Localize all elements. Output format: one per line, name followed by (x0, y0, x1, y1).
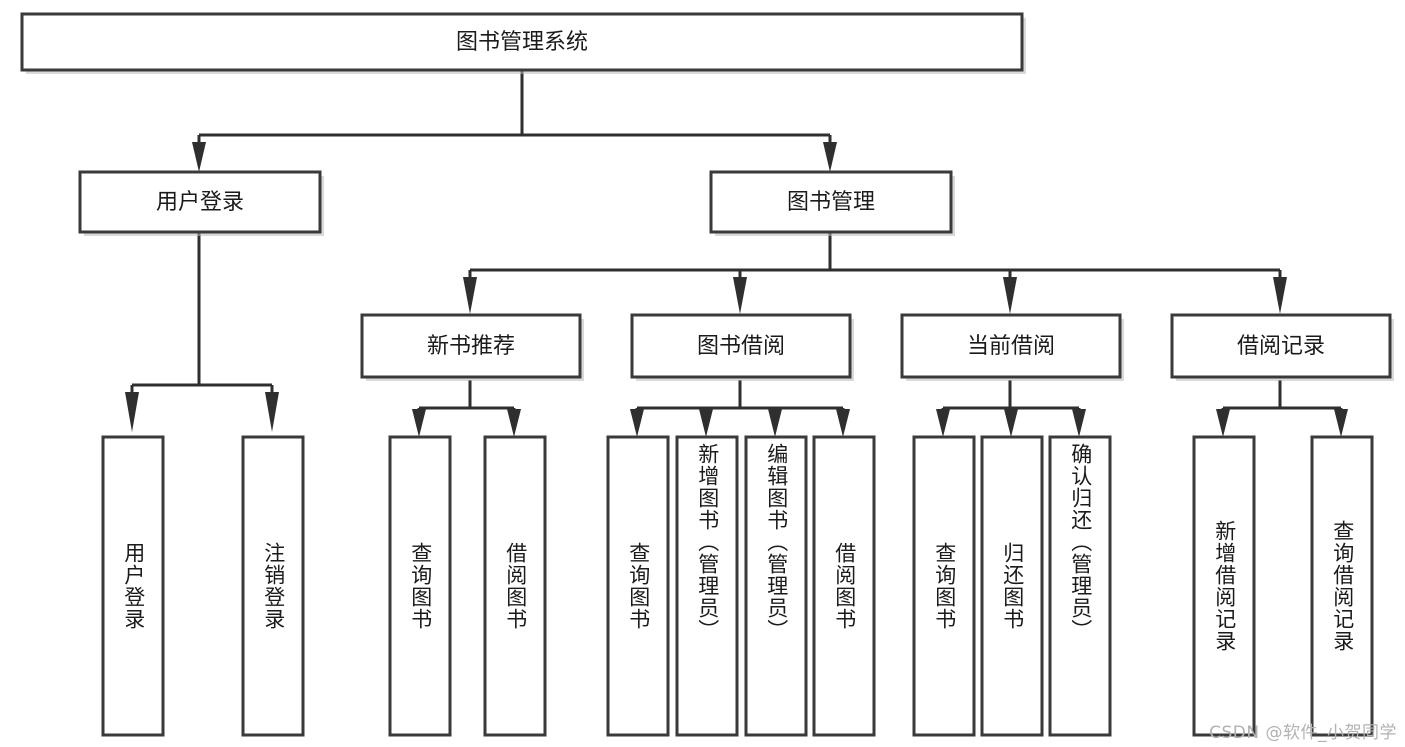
leaf-box-borrow-book-1[interactable] (483, 435, 547, 737)
arrow-leaf-query-book-2 (630, 409, 644, 437)
node-book-borrow-label: 图书借阅 (697, 334, 785, 359)
leaf-box-add-record[interactable] (1192, 435, 1256, 737)
node-user-login-label: 用户登录 (156, 190, 244, 215)
arrow-to-current-borrow (1003, 277, 1017, 314)
node-book-manage[interactable]: 图书管理 (709, 170, 955, 236)
leaf-box-query-record[interactable] (1310, 435, 1374, 737)
node-book-borrow[interactable]: 图书借阅 (630, 313, 854, 381)
arrow-to-book-borrow (733, 277, 747, 314)
node-current-borrow[interactable]: 当前借阅 (900, 313, 1124, 381)
arrow-leaf-logout (265, 392, 279, 432)
arrow-leaf-query-record (1334, 409, 1348, 437)
node-user-login[interactable]: 用户登录 (78, 170, 324, 236)
leaf-box-user-login[interactable] (101, 435, 165, 737)
node-current-borrow-label: 当前借阅 (967, 334, 1055, 359)
node-borrow-record-label: 借阅记录 (1237, 334, 1325, 359)
node-root-box (20, 12, 1024, 72)
arrow-leaf-edit-book (768, 409, 782, 437)
node-new-book-rec-box (360, 313, 582, 379)
arrow-to-book-manage (823, 142, 837, 172)
arrow-leaf-query-book-1 (412, 409, 426, 437)
node-root[interactable]: 图书管理系统 (20, 12, 1026, 74)
connector-layer (125, 70, 1348, 437)
node-book-borrow-box (630, 313, 852, 379)
arrow-to-user-login (192, 142, 206, 172)
node-current-borrow-box (900, 313, 1122, 379)
leaf-box-return-book[interactable] (980, 435, 1044, 737)
node-borrow-record[interactable]: 借阅记录 (1170, 313, 1394, 381)
leaf-box-borrow-book-2[interactable] (812, 435, 876, 737)
arrow-leaf-add-book (699, 409, 713, 437)
node-new-book-rec-label: 新书推荐 (427, 334, 515, 359)
arrow-leaf-borrow-book-1 (507, 409, 521, 437)
node-book-manage-label: 图书管理 (787, 190, 875, 215)
arrow-leaf-add-record (1216, 409, 1230, 437)
node-root-label: 图书管理系统 (456, 30, 588, 55)
arrow-leaf-confirm-return (1072, 409, 1086, 437)
arrow-leaf-return-book (1004, 409, 1018, 437)
arrow-leaf-borrow-book-2 (836, 409, 850, 437)
node-book-manage-box (709, 170, 953, 234)
watermark: CSDN @软件_小贺同学 (1209, 723, 1397, 743)
arrow-leaf-user-login (125, 392, 139, 432)
leaf-box-layer (101, 435, 1374, 737)
node-new-book-rec[interactable]: 新书推荐 (360, 313, 584, 381)
leaf-box-logout[interactable] (241, 435, 305, 737)
arrow-to-borrow-record (1273, 277, 1287, 314)
leaf-box-query-book-2[interactable] (606, 435, 670, 737)
arrow-to-new-book-rec (463, 277, 477, 314)
arrow-leaf-query-book-3 (936, 409, 950, 437)
leaf-box-query-book-1[interactable] (388, 435, 452, 737)
node-user-login-box (78, 170, 322, 234)
leaf-box-edit-book[interactable] (744, 435, 808, 737)
node-borrow-record-box (1170, 313, 1392, 379)
leaf-box-confirm-return[interactable] (1048, 435, 1112, 737)
leaf-box-add-book[interactable] (675, 435, 739, 737)
leaf-box-query-book-3[interactable] (912, 435, 976, 737)
